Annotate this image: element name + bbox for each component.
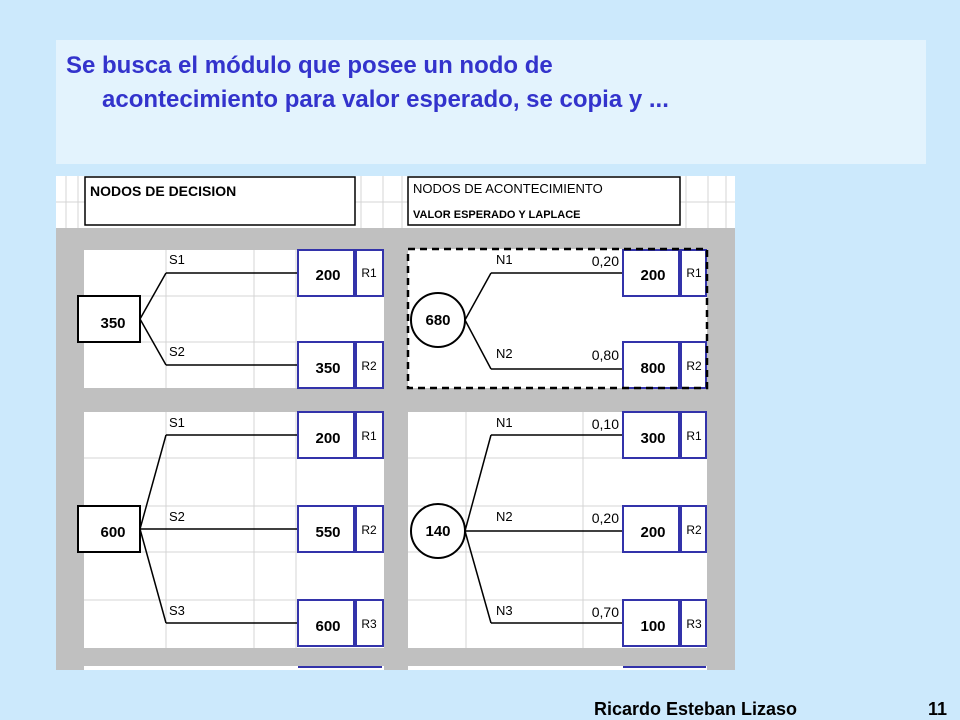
branch-probability: 0,20: [592, 510, 619, 526]
author-name: Ricardo Esteban Lizaso: [594, 699, 798, 719]
branch-result: R2: [361, 359, 377, 373]
result-cell: [355, 249, 384, 297]
result-cell: [680, 341, 707, 389]
value-cell: [622, 599, 680, 647]
decision-node: [77, 295, 141, 343]
result-cell: [355, 505, 384, 553]
result-cell: [680, 505, 707, 553]
title-box: Se busca el módulo que posee un nodo de …: [56, 40, 926, 164]
branch-result: R3: [361, 617, 377, 631]
branch-label: S2: [169, 344, 185, 359]
spreadsheet-area: NODOS DE DECISION NODOS DE ACONTECIMIENT…: [56, 176, 735, 670]
branch-label: S3: [169, 603, 185, 618]
result-cell: [355, 411, 384, 459]
branch-value: 100: [640, 618, 665, 635]
event-module-1[interactable]: 680 N1 N2 0,20 0,80 200 R1 800 R2: [406, 247, 709, 390]
decision-module-2: 600 S1 S2 S3 200 R1 550 R2 600 R3: [77, 411, 384, 648]
branch-label: N2: [496, 509, 513, 524]
branch-result: R2: [361, 523, 377, 537]
decision-header-box: [84, 176, 356, 226]
value-cell: [622, 411, 680, 459]
value-cell: [297, 411, 355, 459]
branch-label: N3: [496, 603, 513, 618]
selection-marquee[interactable]: [406, 247, 709, 390]
branch-result: R1: [686, 429, 702, 443]
branch-value: 200: [640, 524, 665, 541]
slide-title-line-1: Se busca el módulo que posee un nodo de: [66, 52, 553, 79]
branch-probability: 0,80: [592, 347, 619, 363]
branch-value: 600: [315, 618, 340, 635]
branch-label: N1: [496, 252, 513, 267]
branch-value: 800: [640, 360, 665, 377]
event-node-value: 680: [425, 312, 450, 329]
branch-label: N2: [496, 346, 513, 361]
value-cell: [297, 341, 355, 389]
branch-result: R2: [686, 523, 702, 537]
branch-label: N1: [496, 415, 513, 430]
value-cell: [297, 249, 355, 297]
branch-label: S1: [169, 415, 185, 430]
event-header-box: [407, 176, 681, 226]
result-cell: [680, 411, 707, 459]
value-cell: [297, 599, 355, 647]
result-cell: [680, 249, 707, 297]
branch-label: S1: [169, 252, 185, 267]
value-cell: [297, 505, 355, 553]
decision-header-label: NODOS DE DECISION: [90, 183, 236, 199]
branch-value: 200: [640, 267, 665, 284]
result-cell: [355, 341, 384, 389]
event-header-label-2: VALOR ESPERADO Y LAPLACE: [413, 209, 580, 221]
decision-node: [77, 505, 141, 553]
branch-value: 550: [315, 524, 340, 541]
branch-result: R1: [361, 429, 377, 443]
page-number: 11: [928, 699, 948, 719]
decision-node-value: 600: [100, 524, 125, 541]
branch-result: R3: [686, 617, 702, 631]
result-cell: [680, 599, 707, 647]
branch-value: 300: [640, 430, 665, 447]
branch-result: R2: [686, 359, 702, 373]
decision-node-value: 350: [100, 315, 125, 332]
branch-probability: 0,20: [592, 253, 619, 269]
branch-result: R1: [361, 266, 377, 280]
value-cell: [622, 505, 680, 553]
branch-probability: 0,10: [592, 416, 619, 432]
decision-module-1: 350 S1 S2 200 R1 350 R2: [77, 249, 384, 389]
event-header-label-1: NODOS DE ACONTECIMIENTO: [413, 181, 603, 196]
branch-value: 200: [315, 430, 340, 447]
slide-title-line-2: acontecimiento para valor esperado, se c…: [102, 86, 669, 113]
result-cell: [355, 599, 384, 647]
branch-value: 350: [315, 360, 340, 377]
branch-result: R1: [686, 266, 702, 280]
branch-label: S2: [169, 509, 185, 524]
next-module-partial: [84, 666, 707, 670]
branch-probability: 0,70: [592, 604, 619, 620]
branch-value: 200: [315, 267, 340, 284]
event-node-value: 140: [425, 523, 450, 540]
event-module-2: 140 N1 N2 N3 0,10 0,20 0,70 300 R1 200 R…: [408, 411, 707, 648]
